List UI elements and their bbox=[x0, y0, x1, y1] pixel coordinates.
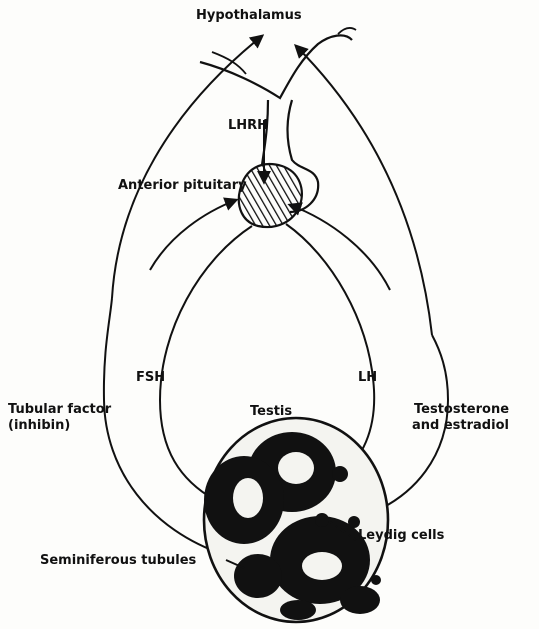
label-leydig-cells: Leydig cells bbox=[358, 528, 444, 543]
label-testosterone-line1: Testosterone bbox=[414, 402, 509, 417]
label-testis: Testis bbox=[250, 404, 292, 419]
label-fsh: FSH bbox=[136, 370, 165, 385]
label-hypothalamus: Hypothalamus bbox=[196, 8, 302, 23]
testosterone-feedback-to-pituitary bbox=[290, 205, 390, 290]
testosterone-feedback-to-hypothalamus bbox=[296, 46, 432, 335]
label-anterior-pituitary: Anterior pituitary bbox=[118, 178, 247, 193]
inhibin-feedback-to-pituitary bbox=[150, 200, 236, 270]
label-testosterone-line2: and estradiol bbox=[412, 418, 509, 433]
hypothalamus-stalk-outline bbox=[200, 35, 352, 98]
label-tubular-factor-line1: Tubular factor bbox=[8, 402, 111, 417]
label-seminiferous-tubules: Seminiferous tubules bbox=[40, 553, 196, 568]
label-tubular-factor-line2: (inhibin) bbox=[8, 418, 70, 433]
anterior-pituitary-shape bbox=[239, 164, 302, 227]
label-lhrh: LHRH bbox=[228, 118, 268, 133]
label-lh: LH bbox=[358, 370, 377, 385]
hypothalamus-right-wisp bbox=[338, 28, 356, 34]
